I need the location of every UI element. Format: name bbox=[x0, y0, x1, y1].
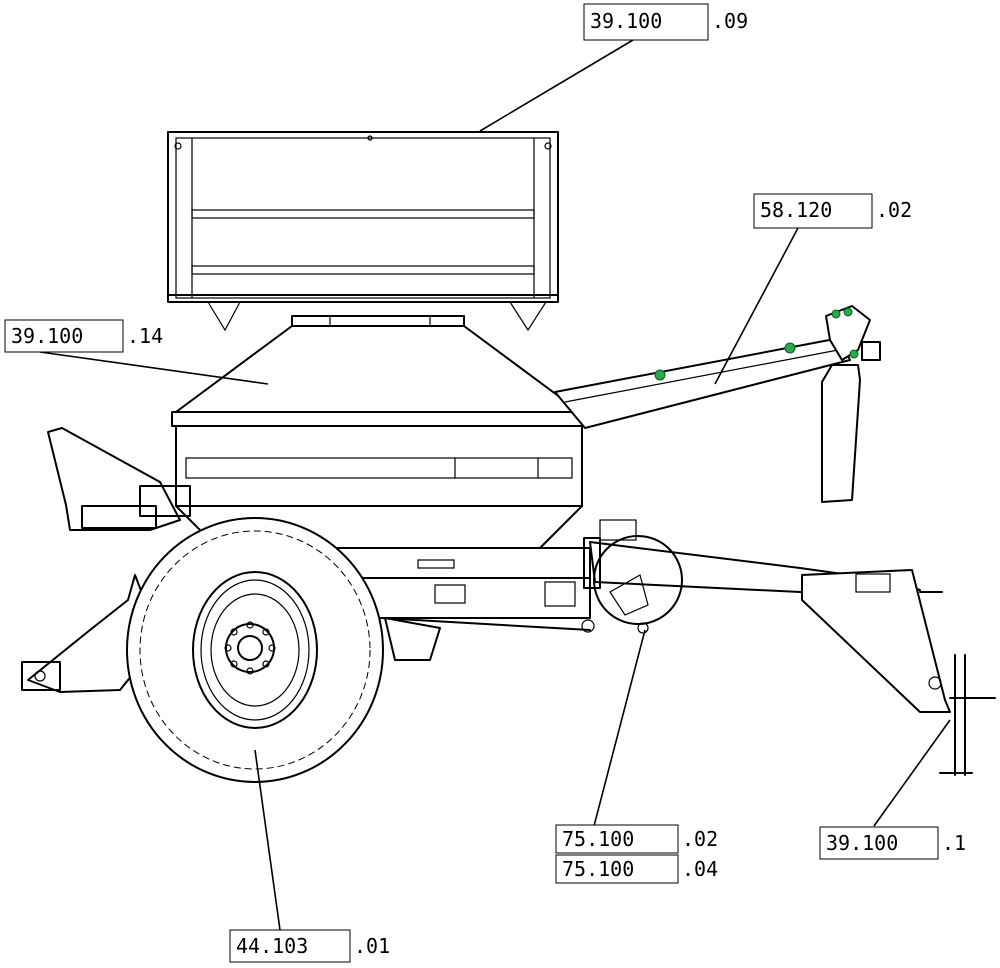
callout-ref4[interactable]: 75.100 .02 bbox=[555, 824, 718, 854]
leader-lines bbox=[39, 39, 951, 931]
fan-unit bbox=[593, 519, 683, 634]
ref-boxed-text: 44.103 bbox=[236, 934, 308, 958]
callout-ref6[interactable]: 39.100 .1 bbox=[819, 826, 966, 860]
callout-ref7[interactable]: 44.103 .01 bbox=[229, 929, 390, 963]
leader-ref6 bbox=[873, 719, 951, 827]
leader-ref3 bbox=[39, 351, 269, 385]
ref-rest-text: .04 bbox=[682, 857, 718, 881]
callout-ref3[interactable]: 39.100 .14 bbox=[4, 319, 163, 353]
ref-boxed-text: 39.100 bbox=[11, 324, 83, 348]
callout-ref5[interactable]: 75.100 .04 bbox=[555, 854, 718, 884]
ref-boxed-text: 75.100 bbox=[562, 857, 634, 881]
leader-ref7 bbox=[254, 749, 281, 931]
ref-boxed-text: 39.100 bbox=[826, 831, 898, 855]
ref-boxed-text: 39.100 bbox=[590, 9, 662, 33]
ref-rest-text: .14 bbox=[127, 324, 163, 348]
leader-ref4 bbox=[593, 629, 646, 827]
ref-boxed-text: 58.120 bbox=[760, 198, 832, 222]
ref-boxed-text: 75.100 bbox=[562, 827, 634, 851]
ref-rest-text: .02 bbox=[682, 827, 718, 851]
leader-ref2 bbox=[714, 227, 799, 385]
rear-hitch bbox=[21, 427, 191, 693]
ref-rest-text: .1 bbox=[942, 831, 966, 855]
ref-rest-text: .02 bbox=[876, 198, 912, 222]
main-frame bbox=[329, 547, 595, 661]
leader-ref1 bbox=[479, 39, 634, 132]
hopper-lid bbox=[167, 131, 559, 332]
wheel bbox=[126, 517, 384, 783]
tongue bbox=[583, 537, 996, 776]
hopper-body bbox=[171, 315, 583, 549]
callout-ref2[interactable]: 58.120 .02 bbox=[753, 193, 912, 229]
callout-ref1[interactable]: 39.100 .09 bbox=[583, 3, 748, 41]
ref-rest-text: .01 bbox=[354, 934, 390, 958]
ref-rest-text: .09 bbox=[712, 9, 748, 33]
auger bbox=[554, 305, 881, 503]
